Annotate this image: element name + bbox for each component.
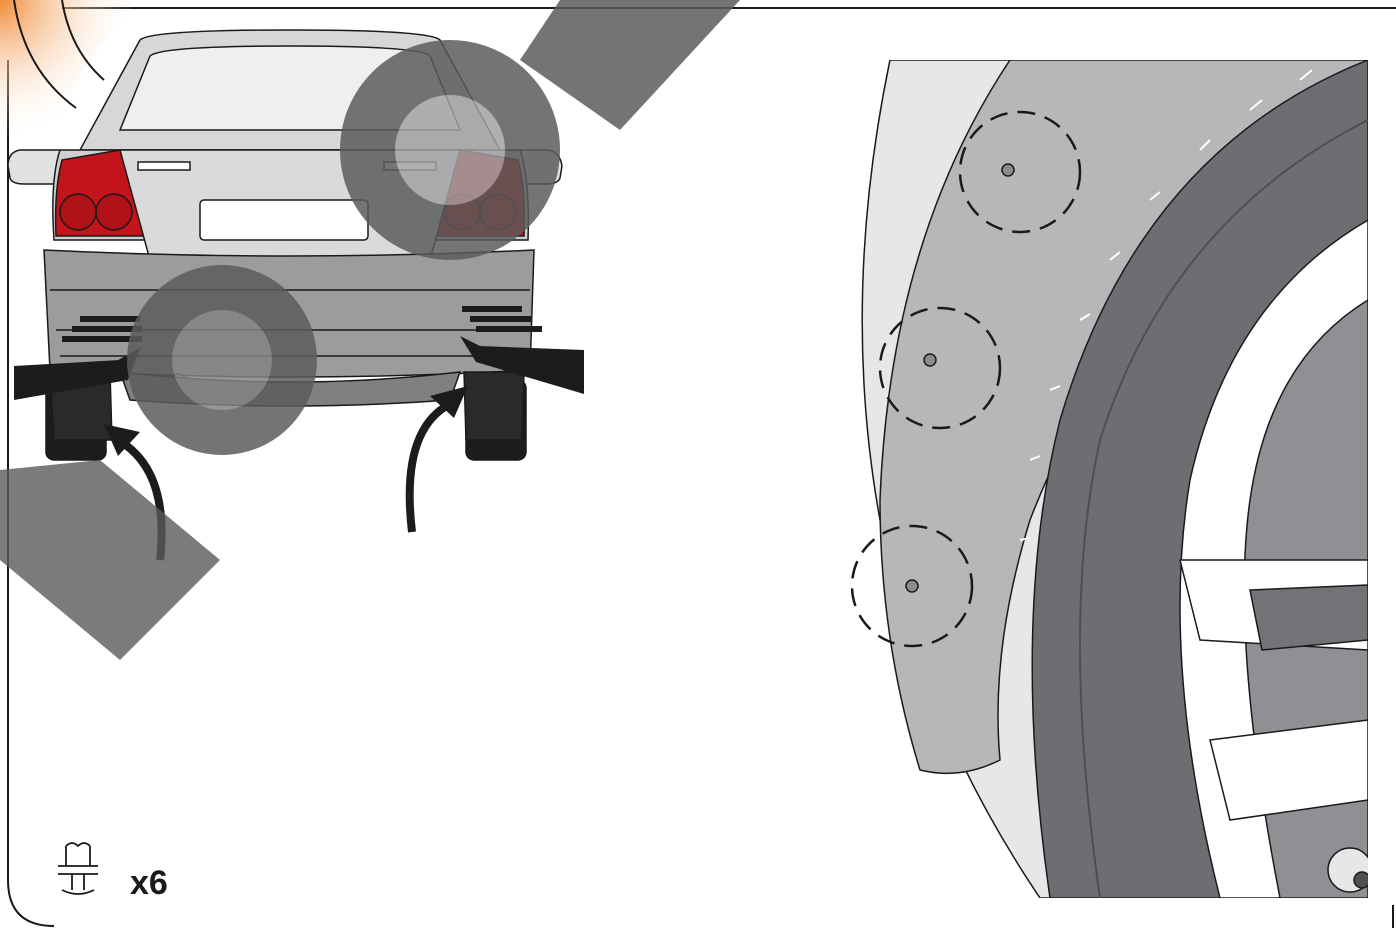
- license-plate: [199, 199, 369, 241]
- wheel-arch-closeup: [830, 60, 1368, 898]
- right-removal-arrow: [460, 306, 584, 394]
- push-clip-icon: [58, 842, 98, 895]
- right-pointer-arrow: [405, 400, 452, 533]
- clip-quantity-label: x6: [130, 864, 168, 902]
- clip-hole-3: [905, 579, 919, 593]
- highlight-circle-2: [878, 306, 1002, 430]
- watermark-overlay: [0, 0, 740, 720]
- sensor-wave-icon: [0, 0, 140, 140]
- left-mirror: [7, 149, 61, 185]
- right-mud-flap: [463, 371, 525, 441]
- left-removal-arrow: [14, 316, 142, 400]
- highlight-circle-1: [958, 110, 1082, 234]
- clip-hole-2: [923, 353, 937, 367]
- clip-hole-1: [1001, 163, 1015, 177]
- highlight-circle-3: [850, 524, 974, 648]
